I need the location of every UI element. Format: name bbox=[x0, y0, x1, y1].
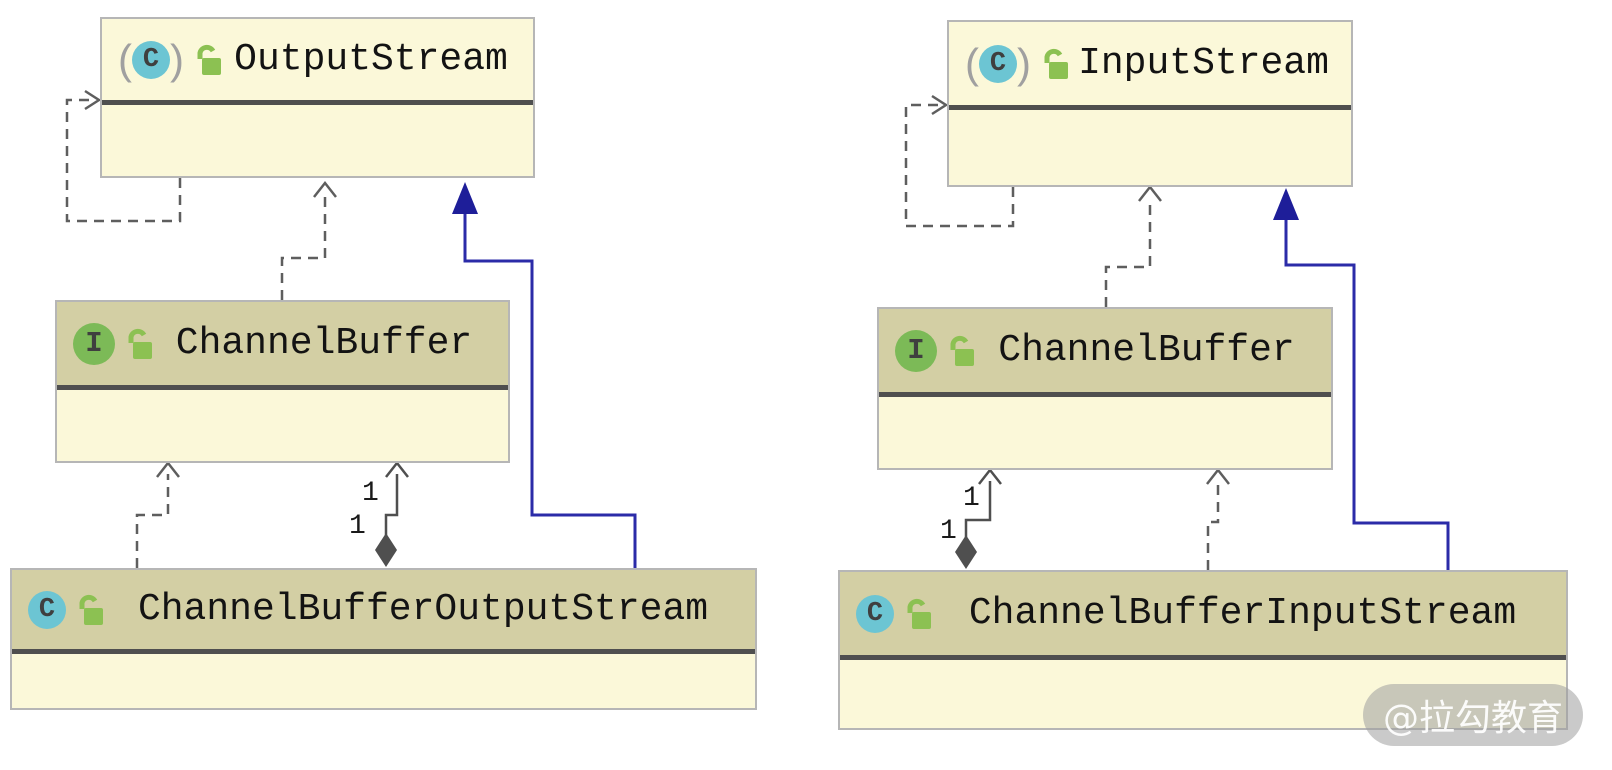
node-channelbuffer-right[interactable]: I ChannelBuffer bbox=[877, 307, 1333, 470]
node-header: C ChannelBufferInputStream bbox=[840, 572, 1566, 660]
multiplicity-label: 1 bbox=[963, 483, 980, 514]
open-lock-icon bbox=[128, 328, 152, 359]
channelbuffer-to-inputstream-dependency-edge[interactable] bbox=[1104, 184, 1162, 307]
class-icon: C bbox=[856, 594, 894, 633]
abstract-class-icon: ( C ) bbox=[965, 39, 1031, 87]
interface-icon: I bbox=[73, 322, 115, 365]
interface-name: ChannelBuffer bbox=[998, 329, 1295, 372]
open-arrowhead-icon bbox=[978, 467, 1002, 485]
open-arrowhead-icon bbox=[84, 89, 102, 111]
open-lock-icon bbox=[950, 335, 974, 366]
class-name: InputStream bbox=[1078, 42, 1329, 85]
channelbufferinputstream-implements-channelbuffer-edge[interactable] bbox=[1206, 467, 1230, 570]
class-name: ChannelBufferOutputStream bbox=[137, 588, 709, 631]
abstract-class-icon: ( C ) bbox=[118, 35, 184, 83]
class-icon: C bbox=[28, 590, 66, 629]
abstract-paren: ( bbox=[118, 35, 132, 83]
open-arrowhead-icon bbox=[313, 180, 337, 198]
inheritance-triangle-icon bbox=[452, 182, 478, 214]
channelbuffer-to-outputstream-dependency-edge[interactable] bbox=[280, 180, 337, 300]
abstract-paren: ( bbox=[965, 39, 979, 87]
open-lock-icon bbox=[79, 594, 103, 625]
multiplicity-label: 1 bbox=[362, 478, 379, 509]
node-header: ( C ) OutputStream bbox=[102, 19, 533, 105]
node-header: C ChannelBufferOutputStream bbox=[12, 570, 755, 654]
open-lock-icon bbox=[907, 598, 931, 629]
node-channelbuffer-left[interactable]: I ChannelBuffer bbox=[55, 300, 510, 463]
node-channelbufferoutputstream[interactable]: C ChannelBufferOutputStream bbox=[10, 568, 757, 710]
abstract-paren: ) bbox=[170, 35, 184, 83]
node-outputstream[interactable]: ( C ) OutputStream bbox=[100, 17, 535, 178]
aggregation-diamond-icon bbox=[375, 533, 397, 567]
left-aggregation-edge[interactable] bbox=[375, 460, 409, 567]
node-header: I ChannelBuffer bbox=[879, 309, 1331, 397]
node-header: I ChannelBuffer bbox=[57, 302, 508, 390]
watermark-text: @拉勾教育 bbox=[1382, 698, 1563, 739]
interface-name: ChannelBuffer bbox=[175, 322, 473, 365]
class-name: ChannelBufferInputStream bbox=[968, 592, 1517, 635]
interface-icon: I bbox=[895, 329, 937, 372]
class-icon: C bbox=[132, 40, 170, 79]
aggregation-diamond-icon bbox=[955, 535, 977, 569]
open-arrowhead-icon bbox=[156, 460, 180, 478]
open-lock-icon bbox=[1044, 48, 1068, 79]
channelbufferoutputstream-implements-channelbuffer-edge[interactable] bbox=[135, 460, 180, 568]
open-arrowhead-icon bbox=[1138, 184, 1162, 202]
class-name: OutputStream bbox=[234, 38, 508, 81]
open-arrowhead-icon bbox=[385, 460, 409, 478]
abstract-paren: ) bbox=[1017, 39, 1031, 87]
open-arrowhead-icon bbox=[931, 94, 949, 116]
multiplicity-label: 1 bbox=[349, 511, 366, 542]
open-lock-icon bbox=[197, 44, 221, 75]
class-icon: C bbox=[979, 44, 1017, 83]
node-inputstream[interactable]: ( C ) InputStream bbox=[947, 20, 1353, 187]
inheritance-triangle-icon bbox=[1273, 188, 1299, 220]
watermark-badge: @拉勾教育 bbox=[1363, 684, 1583, 746]
open-arrowhead-icon bbox=[1206, 467, 1230, 485]
node-channelbufferinputstream[interactable]: C ChannelBufferInputStream bbox=[838, 570, 1568, 730]
node-header: ( C ) InputStream bbox=[949, 22, 1351, 110]
multiplicity-label: 1 bbox=[940, 516, 957, 547]
